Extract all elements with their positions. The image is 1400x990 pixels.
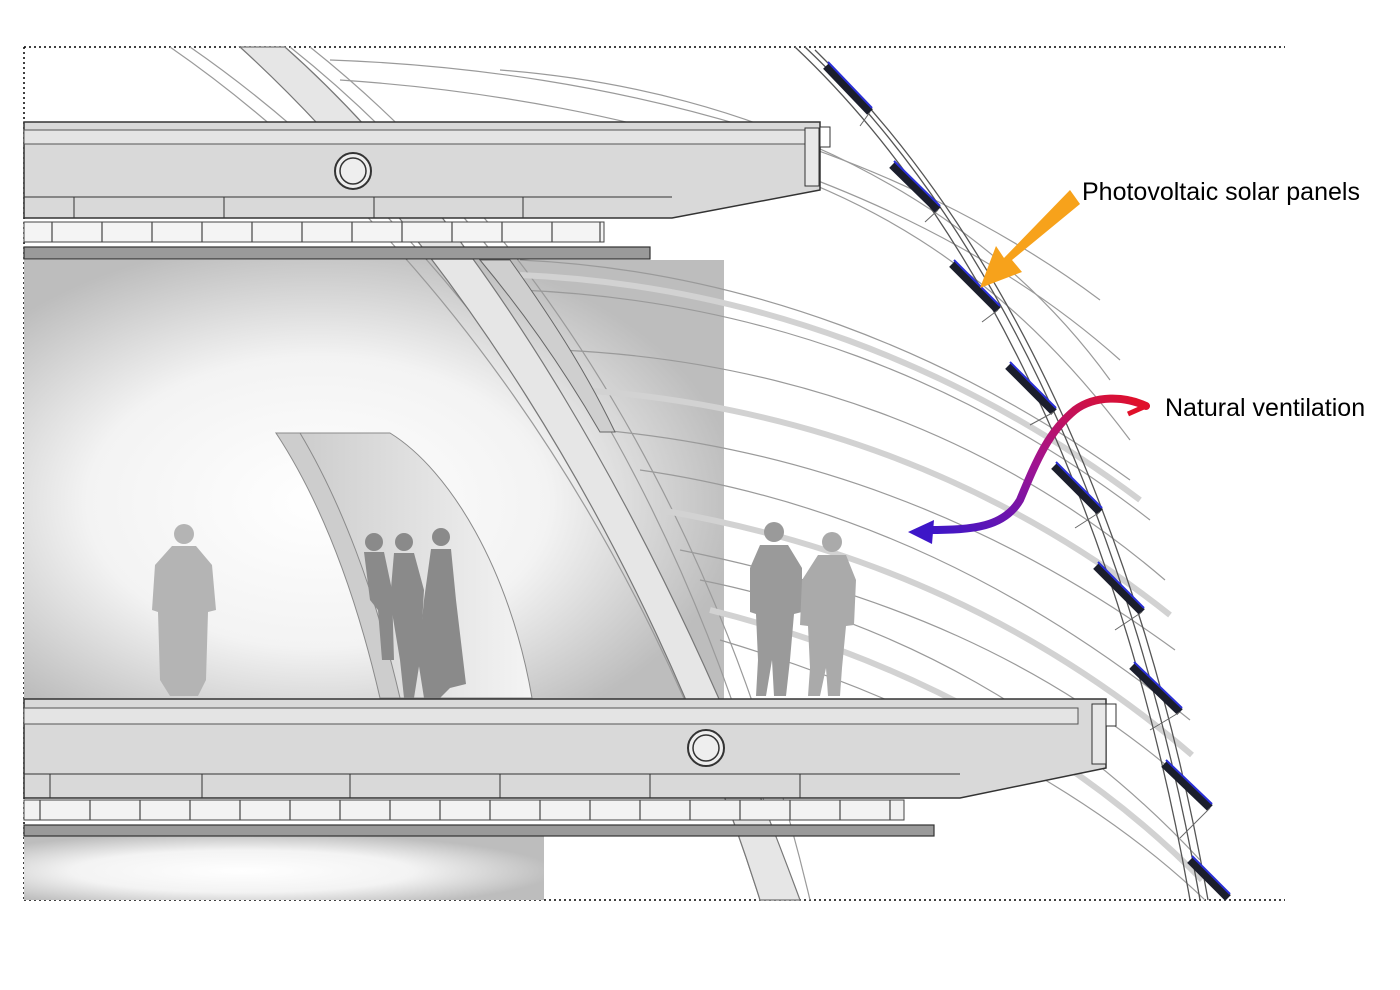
solar-panel: [889, 160, 941, 213]
natural-ventilation-label: Natural ventilation: [1165, 394, 1366, 422]
solar-panel: [949, 259, 1001, 313]
arrow-icon: [980, 190, 1080, 288]
person-silhouette: [800, 532, 856, 696]
lower-ceiling-fins: [23, 799, 935, 837]
solar-panel: [1051, 461, 1103, 515]
photovoltaic-label: Photovoltaic solar panels: [1082, 178, 1360, 206]
niche-edge: [275, 432, 401, 699]
person-silhouette: [152, 524, 216, 696]
lower-floor-slab: [23, 698, 1117, 799]
upper-floor-slab: [23, 121, 831, 219]
photovoltaic-solar-panels: [823, 61, 1231, 901]
solar-panel: [1161, 759, 1213, 811]
lower-interior-space: [24, 836, 544, 900]
person-silhouette: [364, 528, 466, 698]
solar-panel: [1005, 361, 1057, 415]
solar-panel: [823, 61, 873, 115]
upper-ceiling-fins: [23, 221, 651, 260]
solar-panel: [1093, 561, 1145, 615]
person-silhouette: [750, 522, 802, 696]
people-silhouettes: [152, 522, 856, 698]
solar-panel: [1129, 661, 1183, 715]
curved-arrow-icon: [908, 394, 1150, 544]
panel-brackets: [859, 111, 1211, 839]
inner-arch: [478, 259, 616, 433]
solar-panel: [1187, 855, 1231, 901]
